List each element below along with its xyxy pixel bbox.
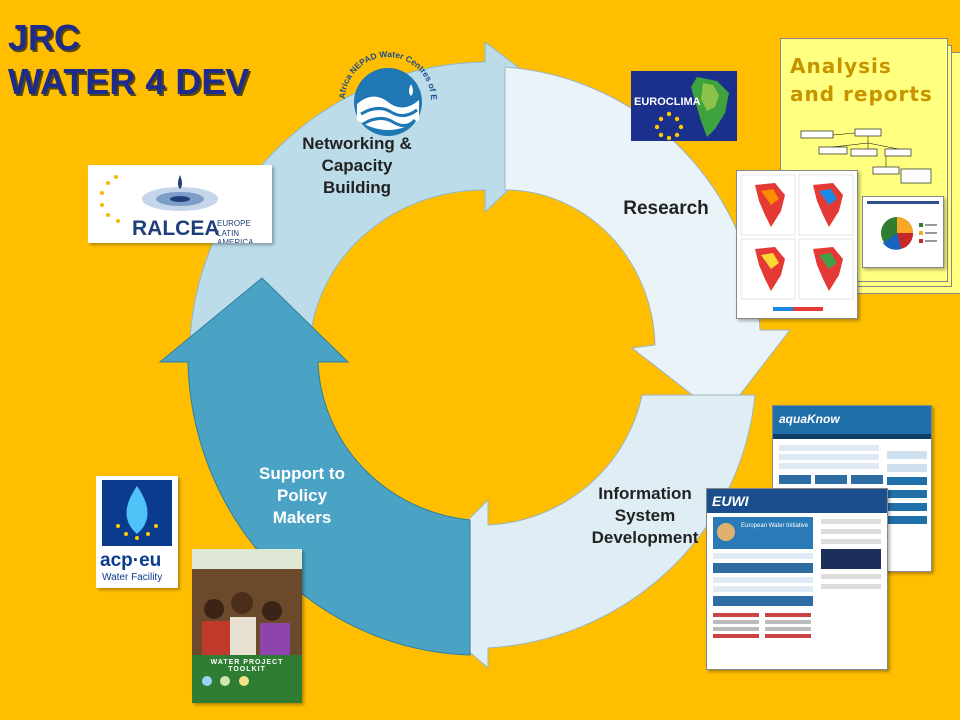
aquaknow-name: aquaKnow (779, 412, 840, 426)
toolkit-globe-icon (220, 676, 231, 686)
label-networking: Networking & Capacity Building (282, 133, 432, 199)
aquaknow-nav (773, 434, 931, 439)
ralcea-name: RALCEA (132, 217, 220, 240)
euwi-banner: European Water Initiative (741, 523, 809, 529)
label-info-line-3: Development (591, 528, 699, 547)
map-tile-3 (740, 238, 796, 300)
arrow-support-policy (158, 277, 471, 656)
acp-eu-graphic (102, 480, 172, 546)
label-support-line-3: Makers (272, 508, 332, 527)
map-tile-1 (740, 174, 796, 236)
label-info-line-2: System (614, 506, 676, 525)
toolkit-top-band (192, 549, 302, 569)
title-line-1: JRC (8, 17, 81, 58)
label-networking-line-3: Building (323, 178, 391, 197)
arrow-research (504, 66, 792, 419)
acp-eu-logo: acp·eu Water Facility (96, 476, 178, 588)
euwi-header: EUWI (707, 489, 887, 513)
euwi-people-icon (717, 523, 735, 541)
toolkit-leaf-icon (238, 676, 249, 686)
research-maps-graphic (740, 174, 854, 311)
nepad-logo-graphic: Southern Africa NEPAD Water Centres of E… (330, 32, 439, 136)
acp-eu-sub: Water Facility (102, 572, 163, 583)
label-networking-line-2: Capacity (321, 156, 393, 175)
euroclima-graphic (654, 77, 729, 141)
euroclima-logo: EUROCLIMA (631, 71, 737, 141)
analysis-title: Analysis and reports (790, 52, 933, 108)
analysis-title-line-2: and reports (790, 82, 933, 106)
map-tile-2 (798, 174, 854, 236)
toolkit-photo-graphic (202, 592, 290, 655)
page-title: JRC WATER 4 DEV (8, 16, 249, 104)
analysis-title-line-1: Analysis (790, 54, 892, 78)
label-support-policy: Support to Policy Makers (242, 463, 362, 529)
label-info-line-1: Information (598, 484, 692, 503)
ralcea-graphic (100, 175, 218, 223)
toolkit-title: WATER PROJECT TOOLKIT (210, 659, 284, 673)
label-networking-line-1: Networking & (302, 134, 412, 153)
map-tile-4 (798, 238, 854, 300)
label-research: Research (606, 198, 726, 220)
aquaknow-header: aquaKnow (773, 406, 931, 434)
toolkit-icons (202, 673, 249, 691)
euwi-screenshot: EUWI European Water Initiative (706, 488, 888, 670)
ralcea-sub-2: LATIN AMERICA (217, 229, 254, 243)
title-line-2: WATER 4 DEV (8, 61, 250, 102)
pie-report-panel (862, 196, 944, 268)
label-research-line-1: Research (623, 198, 709, 219)
pie-report-graphic (867, 201, 939, 250)
label-support-line-1: Support to (259, 464, 345, 483)
label-information-system: Information System Development (580, 483, 710, 549)
euwi-hero: European Water Initiative (713, 517, 813, 549)
research-maps-panel (736, 170, 858, 319)
analysis-orgchart (800, 128, 932, 184)
toolkit-photo (192, 569, 302, 655)
acp-eu-name: acp·eu (100, 550, 162, 571)
toolkit-drop-icon (202, 676, 212, 686)
nepad-logo: Southern Africa NEPAD Water Centres of E… (330, 32, 443, 150)
ralcea-sub-1: EUROPE (217, 219, 251, 228)
water-toolkit-cover: WATER PROJECT TOOLKIT (192, 549, 302, 703)
label-support-line-2: Policy (276, 486, 328, 505)
euroclima-text: EUROCLIMA (634, 96, 701, 108)
euwi-name: EUWI (712, 493, 749, 509)
ralcea-logo: RALCEA EUROPE LATIN AMERICA (88, 165, 272, 243)
